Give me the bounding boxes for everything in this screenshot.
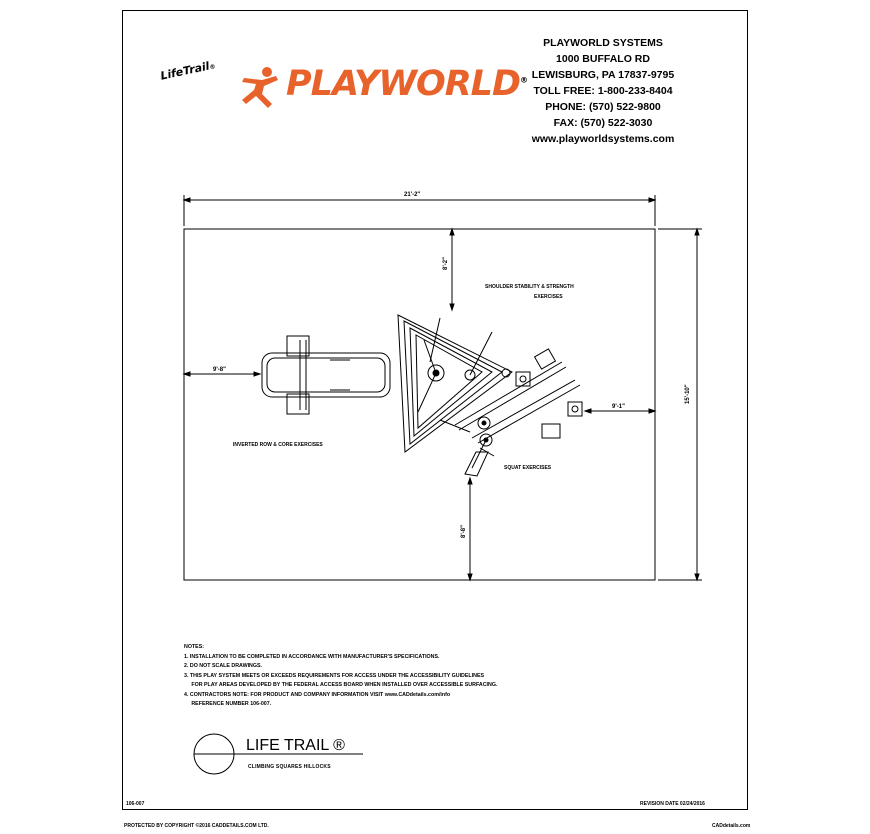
footer-ref: 106-007 — [126, 801, 145, 807]
label-inverted-row: INVERTED ROW & CORE EXERCISES — [233, 442, 323, 448]
playworld-reg: ® — [520, 75, 528, 85]
footer-revision: REVISION DATE 02/24/2016 — [640, 801, 705, 807]
squat-station — [439, 348, 583, 477]
note-3: 3. THIS PLAY SYSTEM MEETS OR EXCEEDS REQ… — [184, 672, 485, 679]
footer-copyright: PROTECTED BY COPYRIGHT ©2016 CADDETAILS.… — [124, 823, 269, 829]
subtitle: CLIMBING SQUARES HILLOCKS — [248, 764, 331, 770]
drawing-sheet — [122, 10, 748, 810]
notes: NOTES: 1. INSTALLATION TO BE COMPLETED I… — [184, 643, 497, 710]
dim-overall-width: 21'-2" — [404, 192, 420, 198]
note-1: 1. INSTALLATION TO BE COMPLETED IN ACCOR… — [184, 653, 440, 660]
play-area-boundary — [183, 228, 656, 581]
notes-heading: NOTES: — [184, 644, 205, 650]
company-fax: FAX: (570) 522-3030 — [553, 117, 653, 129]
title: LIFE TRAIL ® — [246, 737, 345, 754]
dim-left: 9'-8" — [213, 367, 226, 373]
company-tollfree: TOLL FREE: 1-800-233-8404 — [533, 85, 673, 97]
inverted-row-station — [261, 335, 391, 415]
company-city: LEWISBURG, PA 17837-9795 — [531, 69, 675, 81]
company-phone: PHONE: (570) 522-9800 — [545, 101, 661, 113]
running-figure-icon — [242, 67, 278, 108]
company-info: PLAYWORLD SYSTEMS 1000 BUFFALO RD LEWISB… — [528, 35, 678, 147]
dim-overall-height: 15'-10" — [685, 384, 691, 404]
footer-site: CADdetails.com — [712, 823, 751, 829]
dim-top: 8'-2" — [443, 257, 449, 270]
dim-right: 9'-1" — [612, 404, 625, 410]
dim-bottom: 8'-8" — [461, 525, 467, 538]
playworld-wordmark: PLAYWORLD — [286, 64, 521, 104]
note-4-cont: REFERENCE NUMBER 106-007. — [184, 701, 272, 707]
company-website: www.playworldsystems.com — [531, 133, 675, 145]
company-address: 1000 BUFFALO RD — [556, 53, 650, 65]
shoulder-stability-station — [397, 314, 513, 453]
note-4: 4. CONTRACTORS NOTE: FOR PRODUCT AND COM… — [184, 691, 451, 698]
label-shoulder-1: SHOULDER STABILITY & STRENGTH — [485, 284, 574, 290]
label-squat: SQUAT EXERCISES — [504, 465, 552, 471]
note-2: 2. DO NOT SCALE DRAWINGS. — [184, 663, 262, 669]
note-3-cont: FOR PLAY AREAS DEVELOPED BY THE FEDERAL … — [184, 682, 498, 688]
title-symbol — [193, 733, 363, 775]
playworld-logo: PLAYWORLD® — [286, 64, 528, 104]
label-shoulder-2: EXERCISES — [534, 294, 563, 300]
company-name: PLAYWORLD SYSTEMS — [543, 37, 663, 49]
